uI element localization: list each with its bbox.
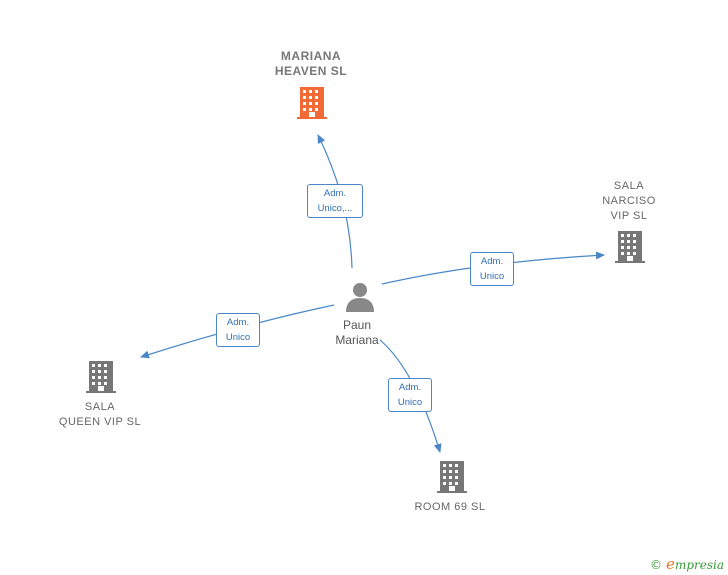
person-icon	[346, 283, 374, 312]
company-name-sala-narciso: SALA NARCISO VIP SL	[602, 180, 656, 222]
center-person[interactable]	[340, 280, 380, 314]
copyright-symbol: ©	[650, 558, 663, 572]
building-icon[interactable]	[436, 460, 468, 499]
center-person-name: Paun Mariana	[335, 318, 379, 347]
edge-label-mariana-heaven[interactable]: Adm. Unico,...	[307, 184, 363, 218]
edge-label-sala-narciso[interactable]: Adm. Unico	[470, 252, 514, 286]
company-name-mariana-heaven: MARIANA HEAVEN SL	[274, 49, 348, 78]
edge-label-room-69[interactable]: Adm. Unico	[388, 378, 432, 412]
building-icon[interactable]	[296, 86, 328, 125]
building-icon[interactable]	[614, 230, 646, 269]
building-icon[interactable]	[85, 360, 117, 399]
footer-brand: ©empresia	[650, 555, 724, 573]
brand-logo-text: mpresia	[674, 558, 724, 572]
company-name-sala-queen: SALA QUEEN VIP SL	[58, 401, 142, 428]
brand-logo-e: e	[666, 555, 675, 573]
edge-label-sala-queen[interactable]: Adm. Unico	[216, 313, 260, 347]
company-name-room-69: ROOM 69 SL	[414, 501, 486, 513]
